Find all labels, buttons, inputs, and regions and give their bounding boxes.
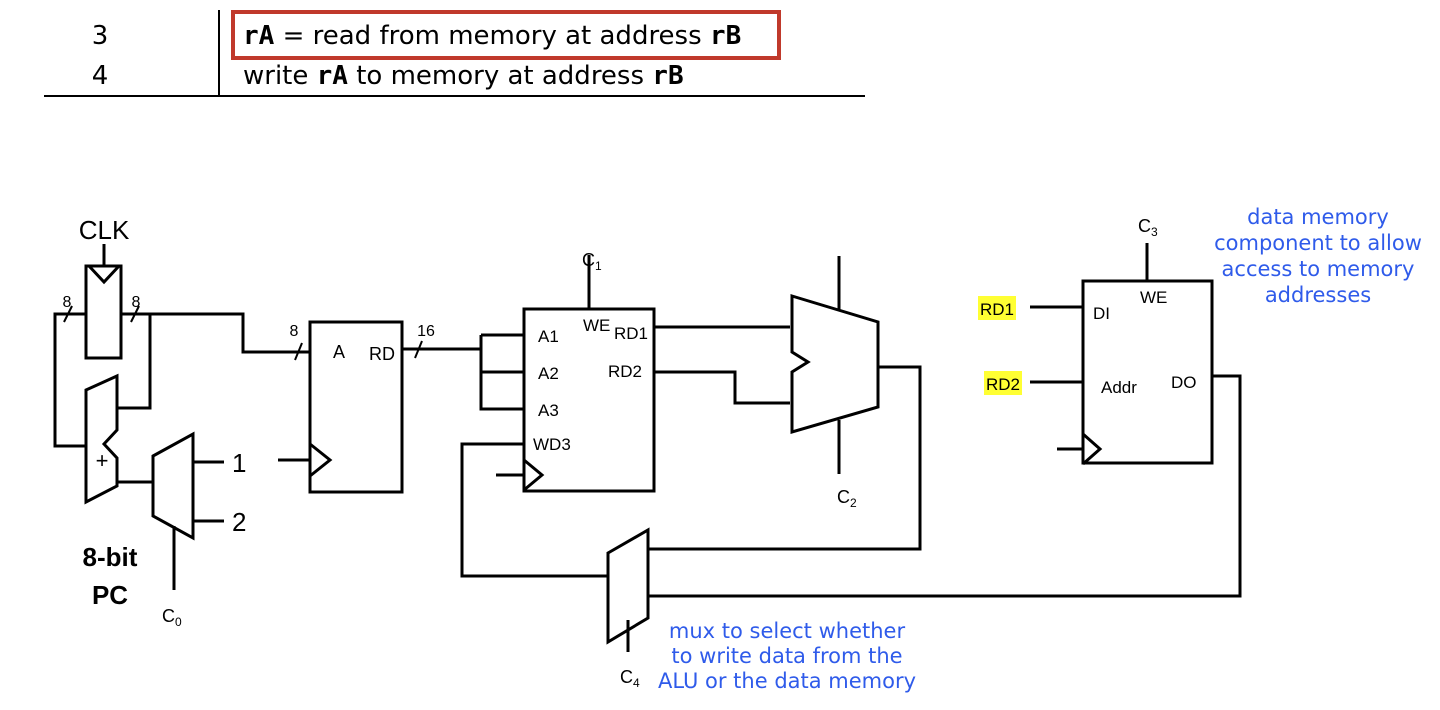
pc-title-line1: 8-bit bbox=[83, 542, 138, 572]
pc-increment-mux bbox=[151, 431, 195, 541]
regfile-rd2: RD2 bbox=[608, 362, 642, 381]
pc-clock-triangle bbox=[87, 264, 121, 285]
rd2-to-alu-wire bbox=[654, 370, 790, 405]
dmem-addr: Addr bbox=[1101, 378, 1137, 397]
imem-output-bus-slash bbox=[414, 340, 423, 359]
alu: C2 bbox=[648, 256, 922, 551]
regfile-a2: A2 bbox=[538, 364, 559, 383]
row-4-text: write rA to memory at address rB bbox=[243, 61, 684, 91]
regfile-a1: A1 bbox=[538, 327, 559, 346]
pc-adder bbox=[84, 373, 119, 505]
pc-output-bus-width: 8 bbox=[132, 294, 141, 311]
c3-label: C3 bbox=[1138, 216, 1158, 239]
instruction-table: 3 4 rA = read from memory at address rB … bbox=[44, 10, 865, 97]
data-memory: C3 WE DI Addr DO RD1 RD2 data memory com… bbox=[978, 205, 1422, 466]
regfile-rd1: RD1 bbox=[614, 324, 648, 343]
pc-feedback-wire bbox=[117, 314, 152, 410]
regfile-we: WE bbox=[583, 316, 610, 335]
dmem-input-rd1: RD1 bbox=[980, 300, 1014, 319]
pc-input-bus-slash bbox=[63, 305, 73, 323]
wb-mux-shape bbox=[606, 527, 650, 645]
dmem-di: DI bbox=[1093, 304, 1110, 323]
dmem-we: WE bbox=[1140, 288, 1167, 307]
instr-split-wire bbox=[479, 335, 524, 411]
alu-shape bbox=[790, 293, 880, 434]
wb-mux-output-wire bbox=[460, 442, 608, 578]
adder-plus-sign: + bbox=[96, 448, 109, 473]
regfile-a3: A3 bbox=[538, 401, 559, 420]
c2-label: C2 bbox=[837, 487, 857, 510]
dmem-do: DO bbox=[1171, 373, 1197, 392]
instruction-memory: 8 A RD 16 bbox=[278, 320, 481, 494]
mux-note-line1: mux to select whether bbox=[669, 619, 906, 643]
highlight-box bbox=[231, 10, 781, 60]
dmem-box bbox=[1081, 279, 1214, 465]
pc-input-bus-width: 8 bbox=[63, 294, 72, 311]
regfile-clock-triangle bbox=[523, 458, 545, 492]
dmem-note-line2: component to allow bbox=[1214, 231, 1422, 255]
imem-port-rd: RD bbox=[369, 344, 395, 364]
dmem-clock-triangle bbox=[1082, 432, 1103, 466]
clk-label: CLK bbox=[79, 215, 130, 245]
row-3-number: 3 bbox=[92, 21, 109, 51]
dmem-input-rd2: RD2 bbox=[986, 375, 1020, 394]
imem-bus-width: 8 bbox=[290, 323, 299, 340]
imem-port-a: A bbox=[333, 342, 345, 362]
regfile-wd3: WD3 bbox=[533, 435, 571, 454]
imem-output-bus-width: 16 bbox=[417, 323, 435, 340]
imem-bus-slash bbox=[294, 342, 303, 361]
c4-label: C4 bbox=[620, 667, 640, 690]
dmem-note-line4: addresses bbox=[1265, 283, 1371, 307]
c1-label: C1 bbox=[582, 250, 602, 273]
mux-input-2-label: 2 bbox=[232, 507, 246, 537]
rd1-highlight bbox=[978, 296, 1016, 320]
row-3-text: rA = read from memory at address rB bbox=[243, 21, 741, 51]
imem-clock-triangle bbox=[309, 442, 333, 478]
alu-output-wire bbox=[648, 365, 922, 551]
c0-label: C0 bbox=[162, 606, 182, 629]
pc-output-wire bbox=[121, 312, 310, 354]
dmem-output-wire bbox=[648, 374, 1242, 598]
mux-note-line2: to write data from the bbox=[671, 644, 902, 668]
row-4-number: 4 bbox=[92, 61, 109, 91]
pc-output-bus-slash bbox=[130, 305, 140, 323]
pc-section: CLK 8 8 + 1 2 C0 8-bit PC bbox=[53, 215, 310, 629]
pc-title-line2: PC bbox=[92, 580, 128, 610]
dmem-note-line3: access to memory bbox=[1222, 257, 1415, 281]
writeback-mux: C4 mux to select whether to write data f… bbox=[460, 374, 1242, 693]
mux-input-1-label: 1 bbox=[232, 448, 246, 478]
rd2-highlight bbox=[984, 371, 1022, 395]
dmem-note-line1: data memory bbox=[1247, 205, 1389, 229]
regfile-box bbox=[522, 307, 656, 493]
pc-input-wire bbox=[53, 312, 86, 448]
register-file: C1 A1 A2 A3 WD3 WE RD1 RD2 bbox=[479, 250, 656, 493]
mux-note-line3: ALU or the data memory bbox=[658, 669, 916, 693]
